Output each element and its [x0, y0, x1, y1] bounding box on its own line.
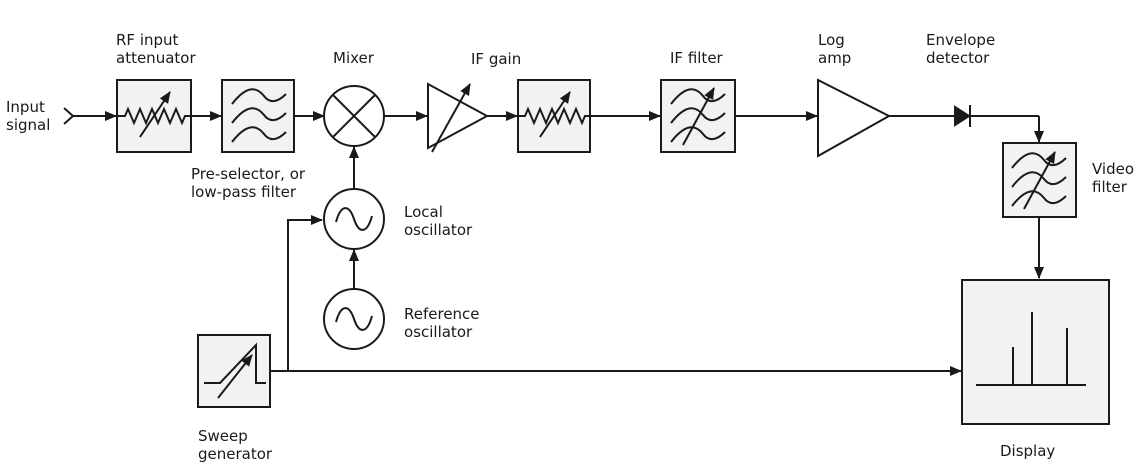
oscillator-icon — [335, 207, 373, 231]
sweep-ramp-icon — [204, 342, 266, 399]
spectrum-display-icon — [976, 312, 1086, 386]
filter-icon — [231, 88, 287, 143]
if-filter-block — [660, 79, 736, 153]
if-resistor-block — [517, 79, 591, 153]
signal-wires — [63, 107, 1044, 376]
mixer-label: Mixer — [333, 49, 374, 67]
rf-attenuator-block — [116, 79, 192, 153]
display-block — [961, 279, 1110, 425]
oscillator-icon — [335, 307, 373, 331]
if-filter-label: IF filter — [670, 49, 723, 67]
if-gain-block — [427, 82, 490, 153]
amplifier-icon — [817, 78, 892, 158]
local-oscillator-block — [323, 188, 385, 250]
reference-oscillator-block — [323, 288, 385, 350]
mixer-icon — [332, 94, 376, 138]
variable-resistor-icon — [117, 91, 191, 138]
display-label: Display — [1000, 442, 1056, 460]
variable-amplifier-icon — [427, 82, 490, 153]
preselector-block — [221, 79, 295, 153]
log-amp-block — [817, 78, 892, 158]
mixer-block — [323, 85, 385, 147]
envelope-detector-block — [954, 105, 971, 127]
variable-filter-icon — [1011, 151, 1067, 210]
variable-filter-icon — [670, 87, 726, 146]
variable-resistor-icon — [518, 91, 590, 138]
diode-icon — [954, 105, 971, 127]
if-gain-label: IF gain — [471, 50, 522, 68]
video-filter-block — [1002, 142, 1077, 218]
sweep-generator-block — [197, 334, 271, 408]
